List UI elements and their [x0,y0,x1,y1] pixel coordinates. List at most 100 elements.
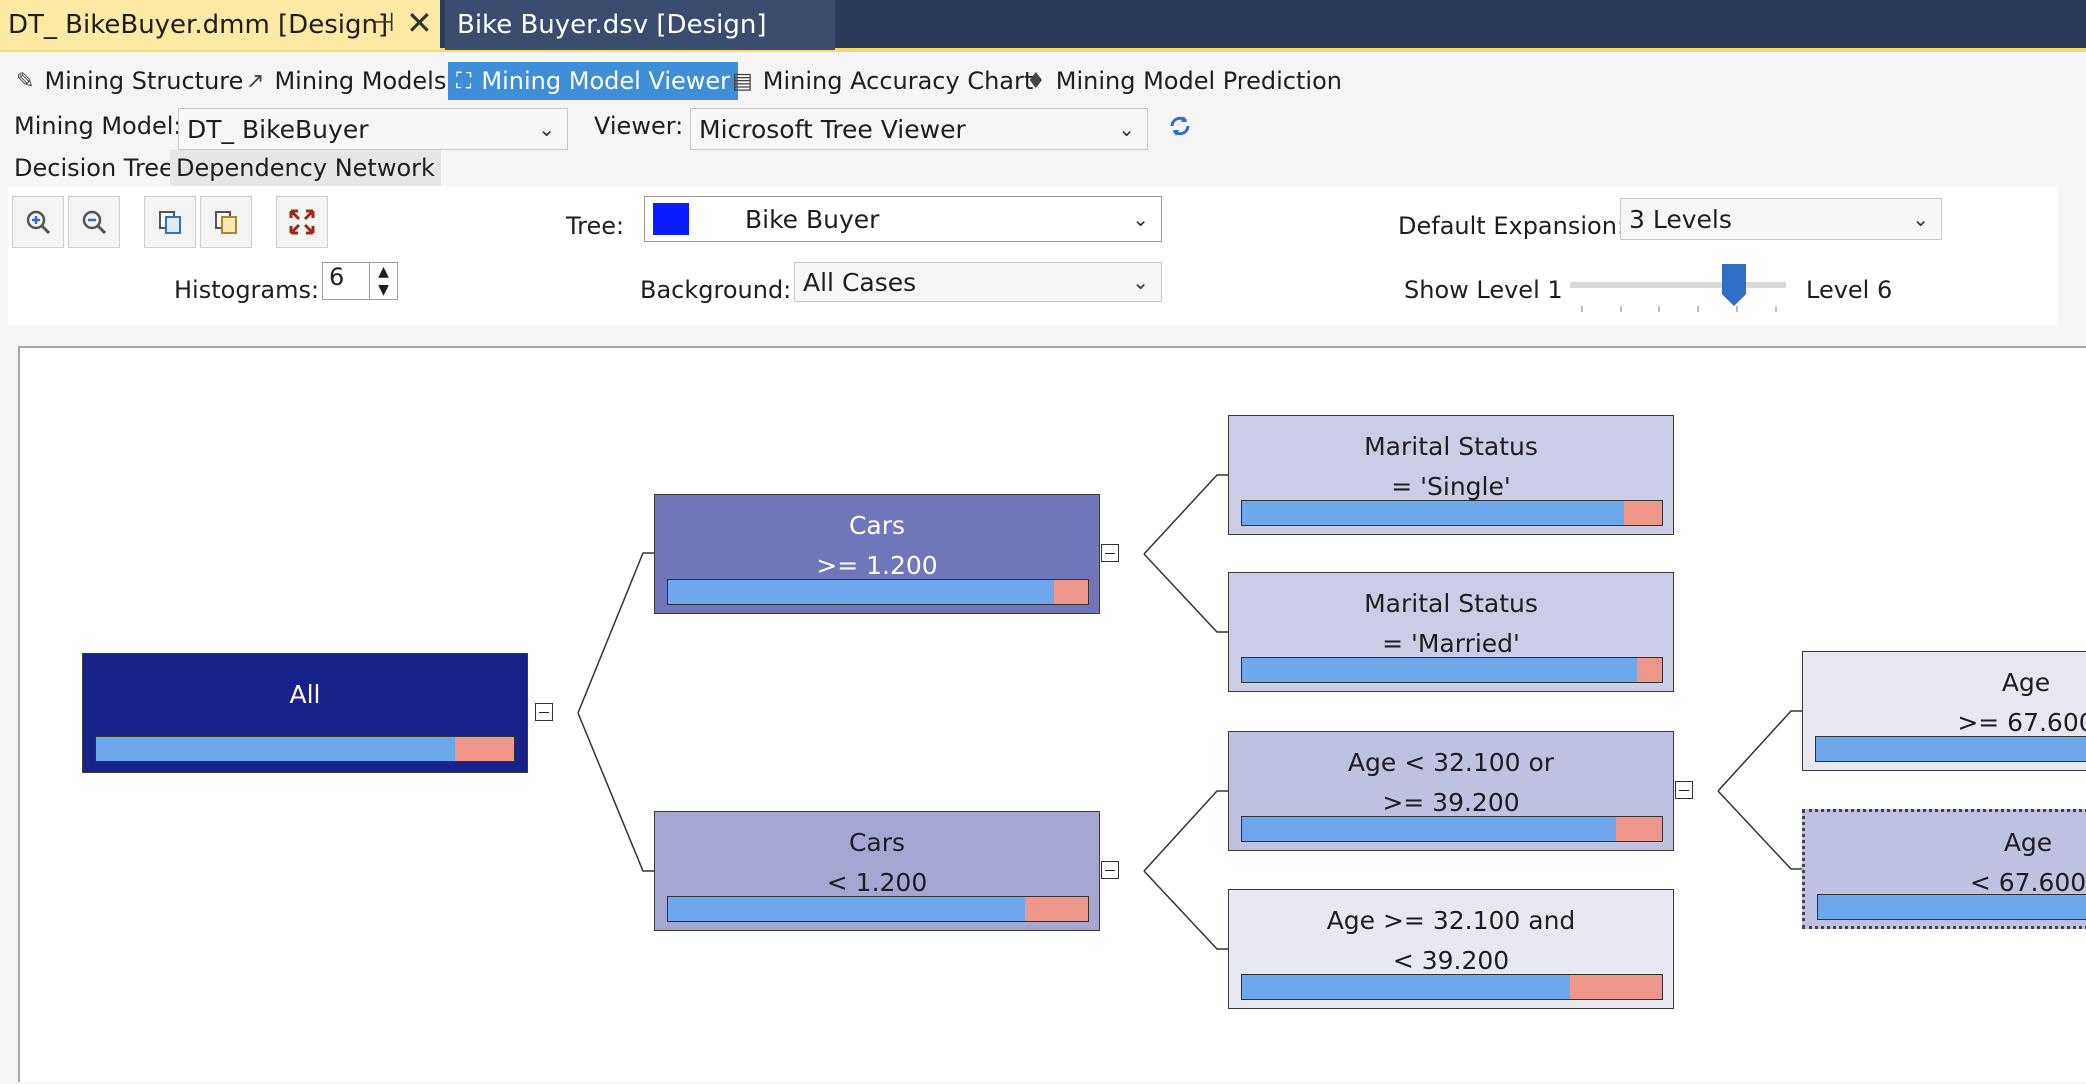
histogram-blue [668,897,1025,921]
histogram-red [1636,658,1662,682]
connector-line [1717,710,1802,792]
tab-label: Mining Structure [44,67,244,95]
collapse-node-button[interactable] [1675,781,1693,799]
doc-tab-label: DT_ BikeBuyer.dmm [Design] [8,10,389,40]
histogram-blue [668,580,1055,604]
tree-node-cars-lt[interactable]: Cars < 1.200 [654,811,1100,931]
zoom-in-button[interactable] [12,196,64,248]
mining-models-icon: ↗ [246,68,265,94]
connector-line [1143,474,1228,555]
copy-button[interactable] [144,196,196,248]
copy-graph-view-button[interactable] [200,196,252,248]
close-icon[interactable]: ✕ [406,4,433,42]
histograms-value: 6 [329,263,345,291]
histogram-red [1025,897,1088,921]
default-expansion-label: Default Expansion: [1398,212,1625,240]
histogram-red [1624,501,1662,525]
active-tab-underline [0,48,2086,52]
background-label: Background: [640,276,792,304]
node-label: Age [2001,668,2051,697]
node-histogram [1817,894,2086,920]
tab-dependency-network[interactable]: Dependency Network [170,150,441,186]
connector-line [1143,553,1228,633]
histogram-blue [1242,501,1625,525]
background-dropdown[interactable]: All Cases ⌄ [794,262,1162,302]
histograms-stepper[interactable]: 6 ▲ ▼ [322,262,398,300]
doc-tab-label: Bike Buyer.dsv [Design] [457,10,767,40]
collapse-node-button[interactable] [1101,544,1119,562]
default-expansion-value: 3 Levels [1629,204,1732,234]
tree-dropdown[interactable]: Bike Buyer ⌄ [644,196,1162,242]
tree-node-age-lt[interactable]: Age < 67.600 [1802,809,2086,929]
slider-tick [1620,306,1622,312]
connector-line [1143,790,1228,872]
tab-label: Mining Accuracy Chart [762,67,1034,95]
refresh-icon[interactable] [1166,112,1194,140]
tab-label: Mining Models [274,67,447,95]
doc-tab-bikebuyer-dsv[interactable]: Bike Buyer.dsv [Design] [445,0,835,50]
node-label: Cars [848,511,906,540]
histogram-red [1054,580,1088,604]
copy-graph-icon [215,211,237,234]
tab-mining-model-prediction[interactable]: ♦ Mining Model Prediction [1018,62,1350,100]
viewer-dropdown[interactable]: Microsoft Tree Viewer ⌄ [690,108,1148,150]
show-level-label: Show Level 1 [1404,276,1563,304]
decision-tree-canvas[interactable]: All Cars >= 1.200 Cars < 1.200 Marital S… [18,346,2086,1082]
slider-tick [1697,306,1699,312]
doc-tab-bikebuyer-dmm[interactable]: DT_ BikeBuyer.dmm [Design] ⊣ ✕ [0,0,440,50]
slider-tick [1736,306,1738,312]
tree-node-age-inner[interactable]: Age >= 32.100 and < 39.200 [1228,889,1674,1009]
stepper-down-icon[interactable]: ▼ [369,281,397,299]
chevron-down-icon: ⌄ [1912,207,1929,231]
viewer-value: Microsoft Tree Viewer [699,114,966,144]
mining-model-dropdown[interactable]: DT_ BikeBuyer ⌄ [178,108,568,150]
node-condition: >= 1.200 [816,551,938,580]
tree-node-age-outer[interactable]: Age < 32.100 or >= 39.200 [1228,731,1674,851]
stepper-up-icon[interactable]: ▲ [369,263,397,281]
connector-line [1143,870,1228,950]
expand-arrows-icon [289,209,315,235]
tree-node-age-ge[interactable]: Age >= 67.600 [1802,651,2086,771]
histograms-label: Histograms: [174,276,320,304]
histogram-blue [96,737,456,761]
node-label: All [289,680,321,709]
node-histogram [1241,500,1663,526]
connector-line [1717,790,1802,870]
histogram-blue [1816,737,2086,761]
collapse-node-button[interactable] [1101,861,1119,879]
default-expansion-dropdown[interactable]: 3 Levels ⌄ [1620,198,1942,240]
slider-tick [1581,306,1583,312]
zoom-out-icon [82,210,107,235]
size-to-fit-button[interactable] [276,196,328,248]
node-histogram [95,736,515,762]
tree-node-marital-married[interactable]: Marital Status = 'Married' [1228,572,1674,692]
tree-node-all[interactable]: All [82,653,528,773]
tab-mining-accuracy-chart[interactable]: ▤ Mining Accuracy Chart [724,62,1041,100]
tree-connectors [577,474,1802,950]
tree-node-marital-single[interactable]: Marital Status = 'Single' [1228,415,1674,535]
level-max-label: Level 6 [1806,276,1893,304]
viewer-label: Viewer: [594,112,684,140]
tab-mining-models[interactable]: ↗ Mining Models [238,62,454,100]
zoom-in-icon [26,210,51,235]
pin-icon[interactable]: ⊣ [372,8,395,38]
zoom-out-button[interactable] [68,196,120,248]
level-slider-track[interactable] [1570,282,1786,288]
connector-line [577,552,654,714]
node-condition: >= 67.600 [1957,708,2086,737]
connector-line [577,712,654,872]
tab-decision-tree[interactable]: Decision Tree [14,154,174,182]
histogram-blue [1818,895,2086,919]
tab-mining-structure[interactable]: ✎ Mining Structure [8,62,251,100]
node-condition: = 'Married' [1382,629,1520,658]
collapse-node-button[interactable] [535,703,553,721]
tree-color-swatch [653,203,689,235]
chevron-down-icon: ⌄ [1132,207,1149,231]
histogram-blue [1242,658,1637,682]
chevron-down-icon: ⌄ [1118,117,1135,141]
prediction-icon: ♦ [1026,68,1046,94]
tab-mining-model-viewer[interactable]: ⛶ Mining Model Viewer [448,62,739,100]
node-histogram [1241,657,1663,683]
node-condition: < 67.600 [1969,868,2086,897]
tree-node-cars-ge[interactable]: Cars >= 1.200 [654,494,1100,614]
